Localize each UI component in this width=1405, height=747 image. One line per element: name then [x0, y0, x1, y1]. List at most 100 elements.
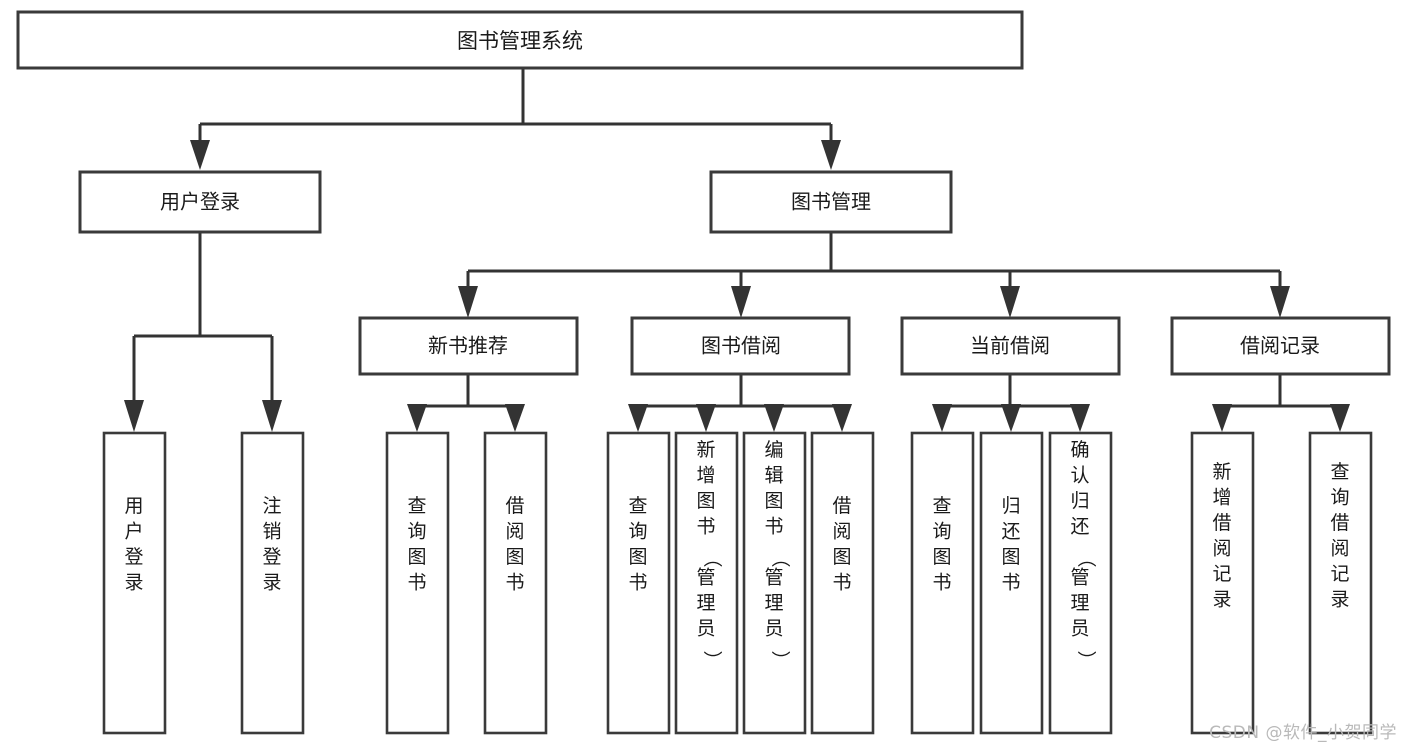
- vertical-glyph: 书: [628, 572, 647, 594]
- node-borrow-record[interactable]: 借阅记录: [1170, 316, 1391, 376]
- vertical-glyph: 借: [832, 495, 851, 517]
- node-leaf-edit-book-box[interactable]: [742, 431, 807, 735]
- vertical-glyph: 阅: [1330, 538, 1349, 560]
- node-new-book-recommend-box[interactable]: [358, 316, 579, 376]
- node-user-login-label: 用户登录: [160, 190, 240, 214]
- vertical-glyph: 阅: [505, 521, 524, 543]
- vertical-glyph: 理: [1070, 592, 1089, 614]
- vertical-glyph: 图: [696, 490, 715, 512]
- arrow-head-leaf-confirm-return: [1070, 404, 1090, 432]
- vertical-glyph: 用: [124, 495, 143, 517]
- node-leaf-add-book-box[interactable]: [674, 431, 739, 735]
- vertical-glyph: 管: [1070, 567, 1089, 589]
- node-leaf-query-book-2-box[interactable]: [606, 431, 671, 735]
- node-leaf-add-record-box[interactable]: [1190, 431, 1255, 735]
- node-current-borrow[interactable]: 当前借阅: [900, 316, 1121, 376]
- vertical-glyph: 注: [262, 495, 281, 517]
- vertical-glyph: 书: [505, 572, 524, 594]
- vertical-glyph: 借: [1330, 512, 1349, 534]
- vertical-glyph: 询: [1330, 487, 1349, 509]
- node-leaf-user-login-box[interactable]: [102, 431, 167, 735]
- vertical-glyph: 书: [764, 516, 783, 538]
- node-borrow-record-box[interactable]: [1170, 316, 1391, 376]
- vertical-glyph: 登: [262, 546, 281, 568]
- vertical-glyph: 录: [262, 572, 281, 594]
- vertical-glyph: ）: [701, 650, 723, 669]
- node-user-login[interactable]: 用户登录: [78, 170, 322, 234]
- vertical-glyph: （: [701, 548, 723, 567]
- vertical-glyph: 询: [407, 521, 426, 543]
- node-book-borrow[interactable]: 图书借阅: [630, 316, 851, 376]
- vertical-glyph: ）: [769, 650, 791, 669]
- vertical-glyph: 书: [407, 572, 426, 594]
- arrow-head-book-management: [821, 140, 841, 170]
- vertical-glyph: 图: [628, 546, 647, 568]
- vertical-glyph: （: [769, 548, 791, 567]
- vertical-glyph: 查: [1330, 461, 1349, 483]
- node-book-borrow-label: 图书借阅: [701, 334, 781, 358]
- vertical-glyph: 增: [696, 465, 715, 487]
- vertical-glyph: 户: [124, 521, 143, 543]
- vertical-glyph: 书: [832, 572, 851, 594]
- node-user-login-box[interactable]: [78, 170, 322, 234]
- vertical-glyph: 图: [832, 546, 851, 568]
- vertical-glyph: 询: [932, 521, 951, 543]
- node-current-borrow-box[interactable]: [900, 316, 1121, 376]
- node-leaf-query-book-3-box[interactable]: [910, 431, 975, 735]
- vertical-glyph: 图: [932, 546, 951, 568]
- arrow-head-leaf-query-book-2: [628, 404, 648, 432]
- node-leaf-user-login[interactable]: 用户登录: [102, 431, 167, 735]
- node-book-management[interactable]: 图书管理: [709, 170, 953, 234]
- node-leaf-query-book-1-box[interactable]: [385, 431, 450, 735]
- node-root-box[interactable]: [16, 10, 1024, 70]
- node-book-borrow-box[interactable]: [630, 316, 851, 376]
- node-leaf-borrow-book-1-box[interactable]: [483, 431, 548, 735]
- vertical-glyph: 查: [628, 495, 647, 517]
- arrow-head-new-book-recommend: [458, 286, 478, 318]
- node-root[interactable]: 图书管理系统: [16, 10, 1024, 70]
- node-leaf-user-logout-box[interactable]: [240, 431, 305, 735]
- arrow-head-leaf-query-record: [1330, 404, 1350, 432]
- node-book-management-box[interactable]: [709, 170, 953, 234]
- vertical-glyph: 阅: [832, 521, 851, 543]
- vertical-glyph: 录: [1330, 589, 1349, 611]
- connector-layer: [124, 68, 1350, 432]
- node-leaf-query-record-box[interactable]: [1308, 431, 1373, 735]
- vertical-glyph: 借: [505, 495, 524, 517]
- vertical-glyph: 记: [1330, 563, 1349, 585]
- vertical-glyph: 认: [1070, 465, 1089, 487]
- vertical-glyph: 还: [1001, 521, 1020, 543]
- node-new-book-recommend[interactable]: 新书推荐: [358, 316, 579, 376]
- node-leaf-borrow-book-2-box[interactable]: [810, 431, 875, 735]
- vertical-glyph: 图: [407, 546, 426, 568]
- node-leaf-return-book-box[interactable]: [979, 431, 1044, 735]
- vertical-glyph: 理: [764, 592, 783, 614]
- arrow-head-leaf-add-book: [696, 404, 716, 432]
- vertical-glyph: 编: [764, 439, 783, 461]
- vertical-glyph: 登: [124, 546, 143, 568]
- vertical-glyph: 辑: [764, 465, 783, 487]
- vertical-glyph: 归: [1070, 490, 1089, 512]
- node-leaf-confirm-return-box[interactable]: [1048, 431, 1113, 735]
